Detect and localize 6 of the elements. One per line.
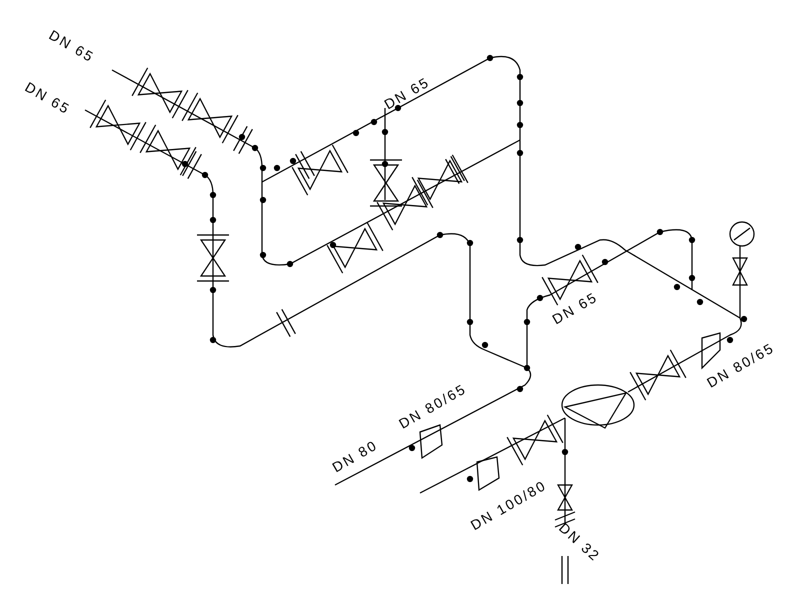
- pipe-size-label: DN 80: [330, 438, 380, 474]
- pipe-size-label: DN 65: [22, 80, 73, 116]
- pipe-size-label: DN 65: [46, 28, 97, 64]
- pipe-size-label: DN 65: [550, 290, 600, 326]
- pipe-size-label: DN 65: [382, 74, 432, 112]
- pipe-size-label: DN 32: [556, 520, 603, 564]
